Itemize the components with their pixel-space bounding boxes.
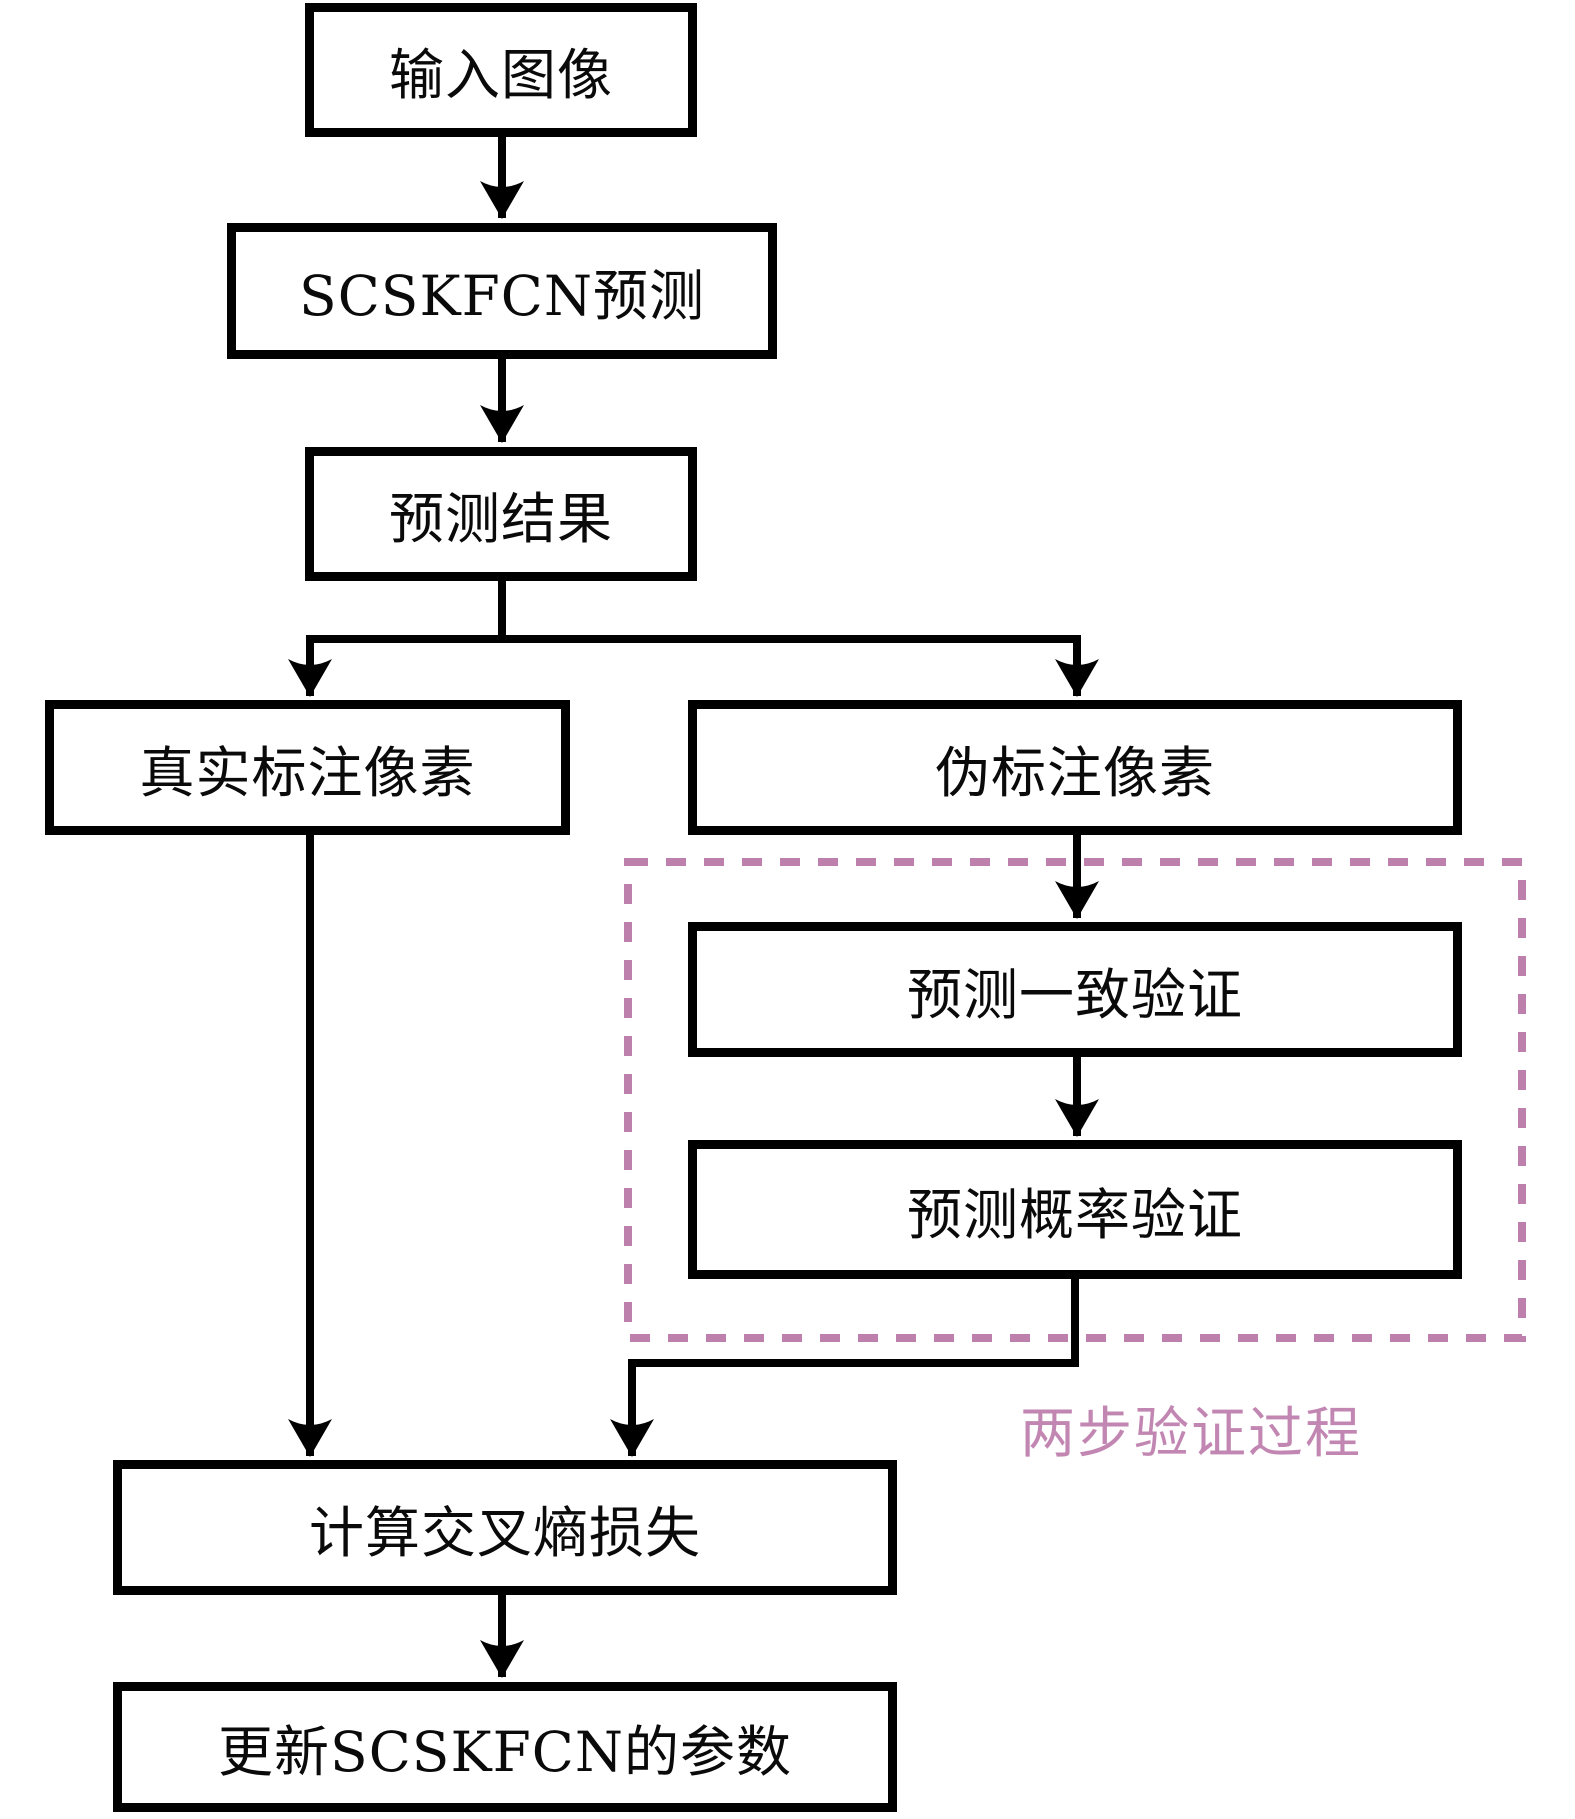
node-scskfcn-predict: SCSKFCN预测	[227, 223, 777, 359]
node-update-parameters: 更新SCSKFCN的参数	[113, 1682, 897, 1812]
node-real-labeled-pixels: 真实标注像素	[45, 700, 570, 835]
node-pseudo-labeled-pixels: 伪标注像素	[688, 700, 1462, 835]
node-prediction-result: 预测结果	[305, 447, 697, 581]
connector-split	[306, 577, 1081, 643]
node-consistency-verification: 预测一致验证	[688, 922, 1462, 1057]
node-probability-verification: 预测概率验证	[688, 1140, 1462, 1279]
two-step-process-label: 两步验证过程	[1020, 1401, 1363, 1465]
node-cross-entropy-loss: 计算交叉熵损失	[113, 1460, 897, 1595]
arrow-probability-to-loss	[610, 1275, 1079, 1457]
node-input-image: 输入图像	[305, 3, 697, 137]
